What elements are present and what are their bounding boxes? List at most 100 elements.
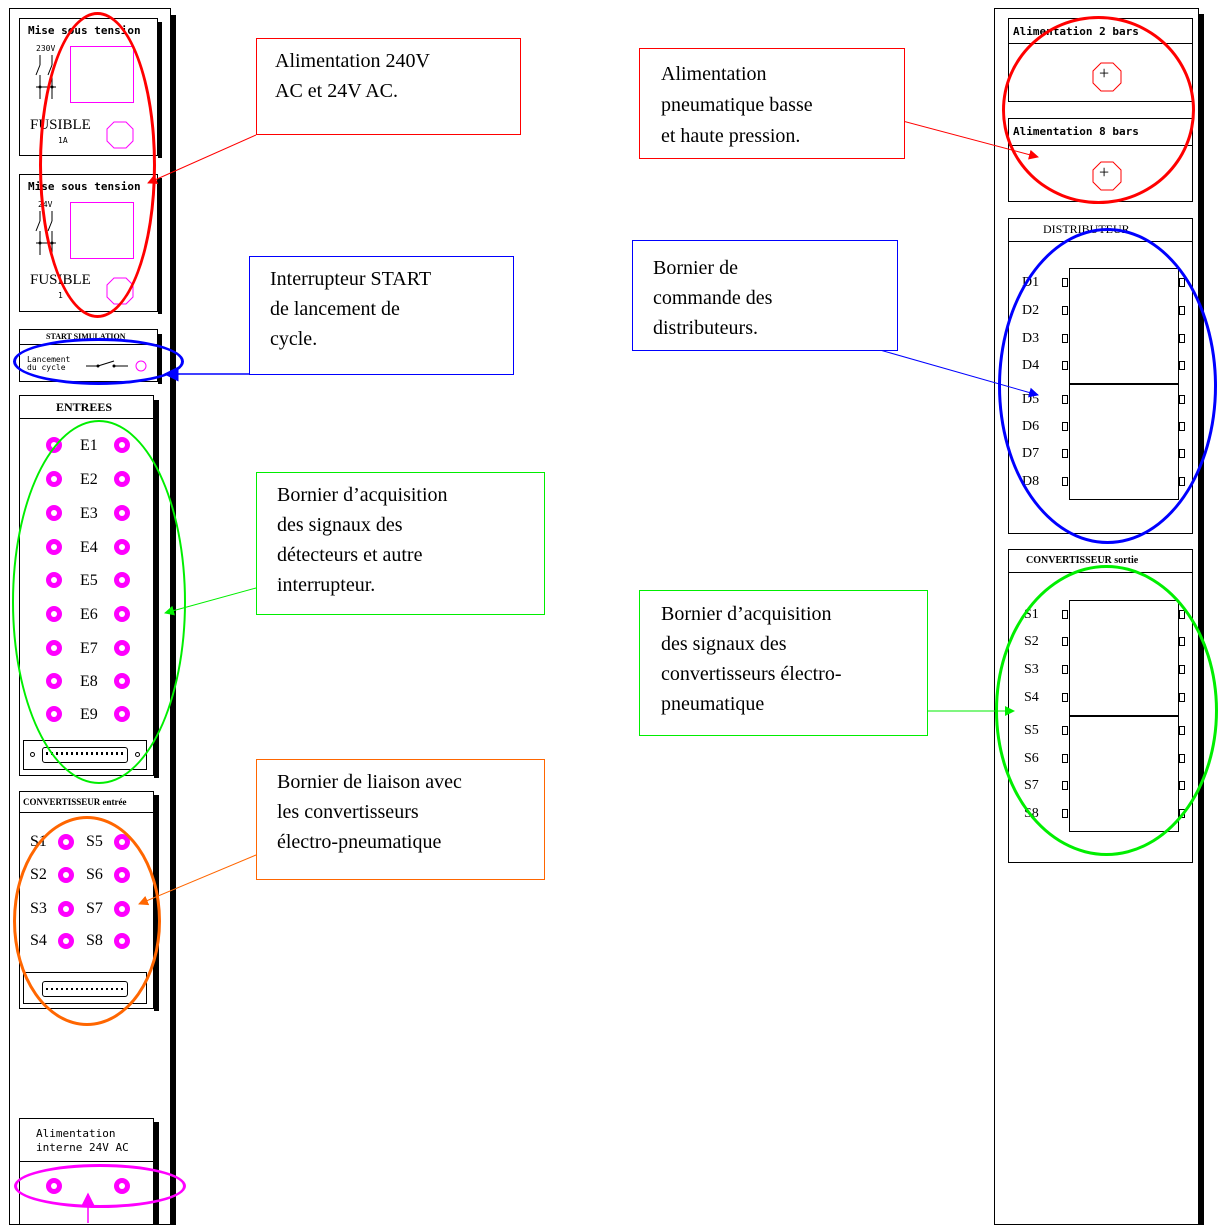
- supply-jack[interactable]: [114, 1178, 130, 1194]
- sub-d-connector[interactable]: [23, 972, 147, 1004]
- start-switch-icon[interactable]: [84, 358, 154, 374]
- callout-line: des signaux des: [661, 633, 787, 655]
- input-jack[interactable]: [46, 572, 62, 588]
- mise-230-title: Mise sous tension: [28, 24, 141, 37]
- input-jack[interactable]: [114, 471, 130, 487]
- callout-liaison: Bornier de liaison avec les convertisseu…: [256, 759, 545, 880]
- fuse-rating: 1: [58, 291, 63, 300]
- fuse-icon[interactable]: [105, 276, 135, 306]
- input-jack[interactable]: [114, 505, 130, 521]
- input-jack[interactable]: [46, 539, 62, 555]
- callout-line: commande des: [653, 287, 773, 309]
- input-label: E5: [80, 572, 98, 589]
- input-jack[interactable]: [114, 606, 130, 622]
- input-jack[interactable]: [114, 640, 130, 656]
- callout-line: les convertisseurs: [277, 801, 419, 823]
- input-jack[interactable]: [114, 673, 130, 689]
- distrib-terminal[interactable]: [1062, 361, 1068, 370]
- conv-jack[interactable]: [58, 834, 74, 850]
- conv-sortie-terminal[interactable]: [1062, 693, 1068, 702]
- input-label: E8: [80, 673, 98, 690]
- conv-jack[interactable]: [114, 834, 130, 850]
- conv-jack[interactable]: [58, 867, 74, 883]
- distrib-terminal[interactable]: [1062, 334, 1068, 343]
- input-jack[interactable]: [46, 706, 62, 722]
- conv-jack[interactable]: [58, 933, 74, 949]
- callout-line: convertisseurs électro-: [661, 663, 842, 685]
- conv-sortie-label: S8: [1024, 806, 1039, 821]
- callout-pneum: Alimentation pneumatique basse et haute …: [639, 48, 905, 159]
- conv-jack[interactable]: [114, 867, 130, 883]
- input-jack[interactable]: [46, 471, 62, 487]
- arrow-liaison: [138, 854, 257, 906]
- conv-sortie-terminal[interactable]: [1062, 726, 1068, 735]
- distrib-terminal[interactable]: [1062, 395, 1068, 404]
- pneumatic-port-icon[interactable]: [1091, 61, 1123, 93]
- pneumatic-port-icon[interactable]: [1091, 160, 1123, 192]
- start-line2: du cycle: [27, 363, 66, 372]
- conv-jack[interactable]: [114, 933, 130, 949]
- connector-shell: [42, 981, 128, 997]
- conv-sortie-relay-block: [1069, 716, 1179, 832]
- conv-sortie-terminal[interactable]: [1062, 809, 1068, 818]
- distrib-terminal[interactable]: [1179, 334, 1185, 343]
- distrib-terminal[interactable]: [1179, 477, 1185, 486]
- callout-acq-conv: Bornier d’acquisition des signaux des co…: [639, 590, 928, 736]
- conv-sortie-terminal[interactable]: [1062, 665, 1068, 674]
- arrow-pneum: [879, 114, 1039, 160]
- conv-sortie-terminal[interactable]: [1179, 610, 1185, 619]
- input-jack[interactable]: [46, 673, 62, 689]
- conv-sortie-terminal[interactable]: [1179, 809, 1185, 818]
- conv-sortie-terminal[interactable]: [1179, 754, 1185, 763]
- callout-line: Bornier de liaison avec: [277, 771, 462, 793]
- fuse-label: FUSIBLE: [30, 272, 91, 288]
- conv-sortie-terminal[interactable]: [1179, 726, 1185, 735]
- module-shadow: [154, 400, 159, 778]
- input-label: E1: [80, 437, 98, 454]
- conv-sortie-terminal[interactable]: [1179, 665, 1185, 674]
- distrib-terminal[interactable]: [1179, 449, 1185, 458]
- distrib-terminal[interactable]: [1179, 361, 1185, 370]
- input-label: E7: [80, 640, 98, 657]
- callout-line: de lancement de: [270, 298, 400, 320]
- conv-sortie-terminal[interactable]: [1179, 637, 1185, 646]
- distrib-terminal[interactable]: [1062, 449, 1068, 458]
- conv-jack[interactable]: [114, 901, 130, 917]
- distrib-terminal[interactable]: [1062, 306, 1068, 315]
- distrib-terminal[interactable]: [1179, 306, 1185, 315]
- input-jack[interactable]: [46, 640, 62, 656]
- alim-2-title: Alimentation 2 bars: [1013, 25, 1139, 38]
- callout-line: distributeurs.: [653, 317, 758, 339]
- conv-sortie-label: S3: [1024, 662, 1039, 677]
- module-shadow: [158, 22, 162, 158]
- input-jack[interactable]: [46, 606, 62, 622]
- conv-sortie-terminal[interactable]: [1062, 781, 1068, 790]
- input-label: E3: [80, 505, 98, 522]
- conv-sortie-terminal[interactable]: [1179, 693, 1185, 702]
- conv-jack[interactable]: [58, 901, 74, 917]
- distrib-terminal[interactable]: [1062, 278, 1068, 287]
- distrib-terminal[interactable]: [1062, 422, 1068, 431]
- conv-sortie-terminal[interactable]: [1179, 781, 1185, 790]
- distrib-terminal[interactable]: [1179, 395, 1185, 404]
- conv-sortie-terminal[interactable]: [1062, 610, 1068, 619]
- distrib-terminal[interactable]: [1179, 278, 1185, 287]
- conv-label: S8: [86, 932, 103, 949]
- conv-sortie-terminal[interactable]: [1062, 754, 1068, 763]
- input-jack[interactable]: [114, 437, 130, 453]
- input-jack[interactable]: [114, 539, 130, 555]
- fuse-icon[interactable]: [105, 120, 135, 150]
- sub-d-connector[interactable]: [23, 740, 147, 770]
- input-jack[interactable]: [114, 572, 130, 588]
- input-jack[interactable]: [46, 437, 62, 453]
- conv-sortie-terminal[interactable]: [1062, 637, 1068, 646]
- distrib-terminal[interactable]: [1062, 477, 1068, 486]
- input-jack[interactable]: [46, 505, 62, 521]
- arrow-acq-detect: [164, 587, 257, 616]
- conv-label: S6: [86, 866, 103, 883]
- supply-jack[interactable]: [46, 1178, 62, 1194]
- input-jack[interactable]: [114, 706, 130, 722]
- distrib-terminal[interactable]: [1179, 422, 1185, 431]
- conv-sortie-label: S1: [1024, 607, 1039, 622]
